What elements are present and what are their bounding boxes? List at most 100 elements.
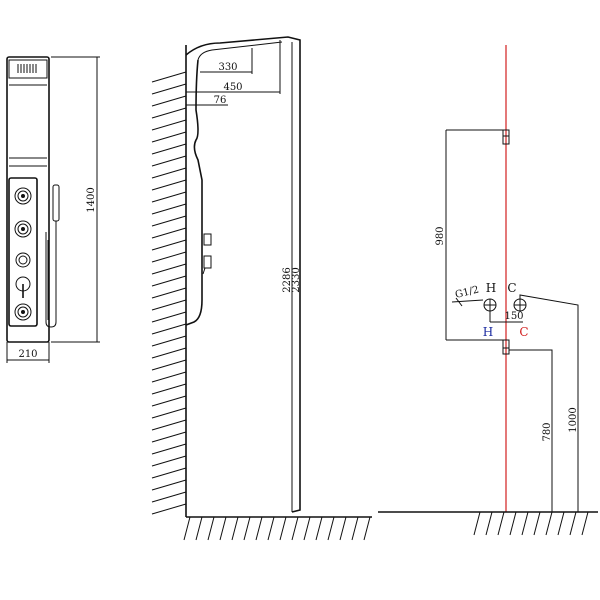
head-top-curve [197, 41, 283, 61]
body-jet-icon [14, 187, 32, 205]
control-panel [8, 177, 38, 327]
hatch-line [267, 516, 275, 541]
front-view: 1400 210 [6, 56, 100, 363]
hatch-line [279, 516, 287, 541]
hatch-line [243, 516, 251, 541]
panel-front-profile [185, 59, 203, 326]
hatch-line [151, 491, 187, 503]
hatch-line [351, 516, 359, 541]
hatch-line [569, 511, 577, 536]
hatch-line [151, 335, 187, 347]
hatch-line [151, 347, 187, 359]
hatch-line [151, 383, 187, 395]
dim-label-2330: 2330 [291, 267, 302, 292]
dimension-210: 210 [6, 342, 50, 363]
hatch-line [219, 516, 227, 541]
hatch-line [151, 155, 187, 167]
hatch-line [151, 287, 187, 299]
label-hot-top: H [486, 281, 496, 295]
hatch-line [151, 455, 187, 467]
side-lever [202, 267, 206, 275]
hatch-line [151, 323, 187, 335]
hatch-line [231, 516, 239, 541]
side-control [203, 255, 212, 269]
hot-inlet-valve [483, 298, 497, 322]
dimension-1400: 1400 [51, 56, 100, 343]
rain-head-nozzles [17, 64, 37, 73]
dim-label-450: 450 [223, 82, 242, 93]
panel-outline [6, 56, 50, 343]
rain-head [8, 59, 48, 79]
hatch-line [151, 119, 187, 131]
hatch-line [509, 511, 517, 536]
floor-hatching [183, 516, 371, 541]
dimension-76: 76 [186, 95, 228, 106]
dim-label-76: 76 [214, 95, 227, 106]
hatch-line [151, 371, 187, 383]
hatch-line [183, 516, 191, 541]
mixer-lever-icon [15, 276, 31, 298]
hatch-line [151, 191, 187, 203]
hatch-line [151, 311, 187, 323]
hatch-line [363, 516, 371, 541]
hatch-line [151, 275, 187, 287]
hatch-line [473, 511, 481, 536]
dim-label-780: 780 [542, 422, 553, 441]
label-cold-top: C [507, 281, 516, 295]
hatch-line [533, 511, 541, 536]
cold-supply-pipe [519, 294, 579, 512]
hatch-line [151, 467, 187, 479]
hatch-line [151, 215, 187, 227]
hatch-line [151, 263, 187, 275]
label-hot-bottom: H [483, 325, 493, 339]
hot-supply-pipe [509, 349, 553, 512]
hatch-line [485, 511, 493, 536]
dim-label-150: 150 [504, 311, 523, 322]
thread-callout: G1/2 [451, 284, 484, 307]
dim-label-1400: 1400 [86, 187, 97, 212]
panel-side-profile [185, 36, 301, 513]
hatch-line [315, 516, 323, 541]
dim-label-980: 980 [435, 226, 446, 245]
hatch-line [151, 107, 187, 119]
dim-label-1000: 1000 [568, 407, 579, 432]
hatch-line [151, 143, 187, 155]
hatch-line [151, 395, 187, 407]
hatch-line [151, 179, 187, 191]
pipe-diagram: 980 G1/2 150 H C [378, 45, 598, 536]
hatch-line [151, 131, 187, 143]
hatch-line [151, 71, 187, 83]
hatch-line [497, 511, 505, 536]
body-jet-icon [14, 220, 32, 238]
hatch-line [151, 239, 187, 251]
hatch-line [291, 516, 299, 541]
hand-shower-icon [45, 184, 60, 328]
dimension-330: 330 [200, 48, 253, 74]
hatch-line [151, 443, 187, 455]
dim-label-210: 210 [18, 349, 37, 360]
hatch-line [557, 511, 565, 536]
hatch-line [303, 516, 311, 541]
hatch-line [151, 95, 187, 107]
hatch-line [545, 511, 553, 536]
hatch-line [151, 203, 187, 215]
hatch-line [195, 516, 203, 541]
hatch-line [207, 516, 215, 541]
hatch-line [151, 419, 187, 431]
lower-connector [502, 339, 510, 355]
dimension-980: 980 [435, 129, 503, 341]
hatch-line [151, 167, 187, 179]
hatch-line [581, 511, 589, 536]
hatch-line [151, 83, 187, 95]
dim-label-2286: 2286 [282, 267, 293, 292]
hatch-line [327, 516, 335, 541]
hatch-line [255, 516, 263, 541]
thread-label: G1/2 [454, 284, 480, 301]
dimension-450: 450 [186, 40, 281, 94]
hatch-line [151, 407, 187, 419]
diverter-knob-icon [15, 252, 31, 268]
hatch-line [339, 516, 347, 541]
body-jet-icon [14, 303, 32, 321]
dimension-150: 150 [490, 311, 524, 323]
